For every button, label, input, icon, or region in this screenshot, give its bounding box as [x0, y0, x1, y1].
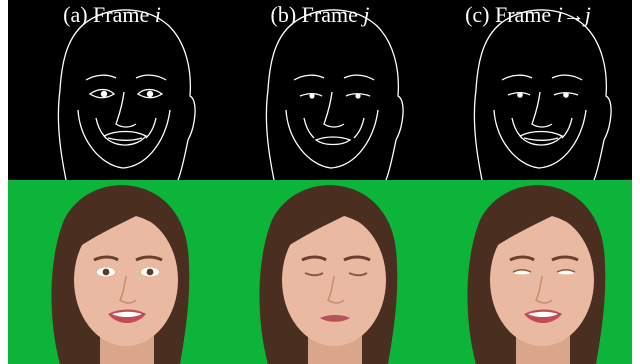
right-brow — [551, 74, 583, 81]
right-pupil — [563, 92, 569, 98]
left-cheek — [303, 117, 315, 139]
panel-frame-i: (a) Frame i — [8, 0, 216, 364]
jaw-outline — [285, 109, 379, 169]
left-brow — [85, 74, 117, 81]
mouth — [320, 315, 350, 322]
nose — [323, 91, 345, 128]
left-lid — [512, 268, 532, 273]
left-eye — [88, 88, 116, 99]
face-edge-map — [265, 9, 404, 180]
nose — [119, 275, 137, 304]
panel-frame-i-to-j: (c) Frame i→j — [424, 0, 632, 364]
mouth-outer — [518, 130, 564, 146]
edge-map-background — [424, 0, 632, 180]
teeth — [112, 311, 142, 317]
head-outline — [57, 9, 196, 180]
hair-part — [74, 198, 180, 250]
left-cheek — [95, 117, 107, 139]
nose — [327, 275, 345, 304]
caption-frame-var: i — [154, 2, 161, 27]
nose — [531, 91, 553, 128]
hair-part — [282, 198, 388, 250]
right-cheek — [353, 117, 365, 139]
left-brow — [509, 255, 535, 262]
jaw-outline — [77, 109, 171, 169]
right-pupil — [355, 93, 361, 99]
caption-prefix: (b) Frame — [270, 2, 364, 27]
panel-caption: (b) Frame j — [216, 2, 424, 28]
panel-caption: (a) Frame i — [8, 2, 216, 28]
nose — [535, 275, 553, 304]
right-cheek — [145, 117, 157, 139]
panel-caption: (c) Frame i→j — [424, 2, 632, 28]
edge-map-background — [8, 0, 216, 180]
face-edge-map — [57, 9, 196, 180]
right-cheek — [561, 117, 573, 139]
right-brow — [135, 255, 163, 262]
right-eye-closed — [348, 272, 368, 277]
left-brow — [501, 74, 533, 81]
mouth-outer — [314, 136, 352, 146]
teeth — [528, 311, 558, 317]
caption-frame-var: i→j — [556, 2, 591, 27]
caption-frame-var: j — [363, 2, 370, 27]
mouth-line — [107, 137, 143, 141]
panel-frame-j: (b) Frame j — [216, 0, 424, 364]
caption-prefix: (c) Frame — [465, 2, 557, 27]
left-eye-half — [513, 270, 531, 275]
left-cheek — [511, 117, 523, 139]
mouth-line — [523, 137, 559, 141]
right-lid — [556, 268, 576, 273]
left-pupil — [309, 93, 315, 99]
right-iris — [146, 268, 154, 276]
right-pupil — [146, 90, 154, 98]
right-eye — [136, 88, 164, 99]
right-brow — [343, 74, 375, 81]
head-outline — [473, 9, 612, 180]
left-pupil — [517, 92, 523, 98]
caption-prefix: (a) Frame — [63, 2, 155, 27]
left-eye-closed — [304, 272, 324, 277]
edge-map-background — [216, 0, 424, 180]
mouth-outer — [102, 130, 148, 146]
head-outline — [265, 9, 404, 180]
left-brow — [301, 255, 327, 262]
left-brow — [293, 74, 325, 81]
jaw-outline — [493, 109, 587, 169]
hair-part — [490, 198, 596, 250]
face-photo — [51, 185, 190, 364]
left-brow — [93, 255, 119, 262]
right-brow — [135, 74, 167, 81]
right-brow — [343, 255, 371, 262]
figure: (a) Frame i — [8, 0, 632, 364]
face-photo — [259, 185, 398, 364]
right-brow — [551, 255, 579, 262]
face-edge-map — [473, 9, 612, 180]
right-eye-half — [557, 270, 575, 275]
nose — [115, 91, 137, 128]
left-iris — [102, 268, 110, 276]
face-photo — [467, 185, 606, 364]
left-pupil — [100, 90, 108, 98]
